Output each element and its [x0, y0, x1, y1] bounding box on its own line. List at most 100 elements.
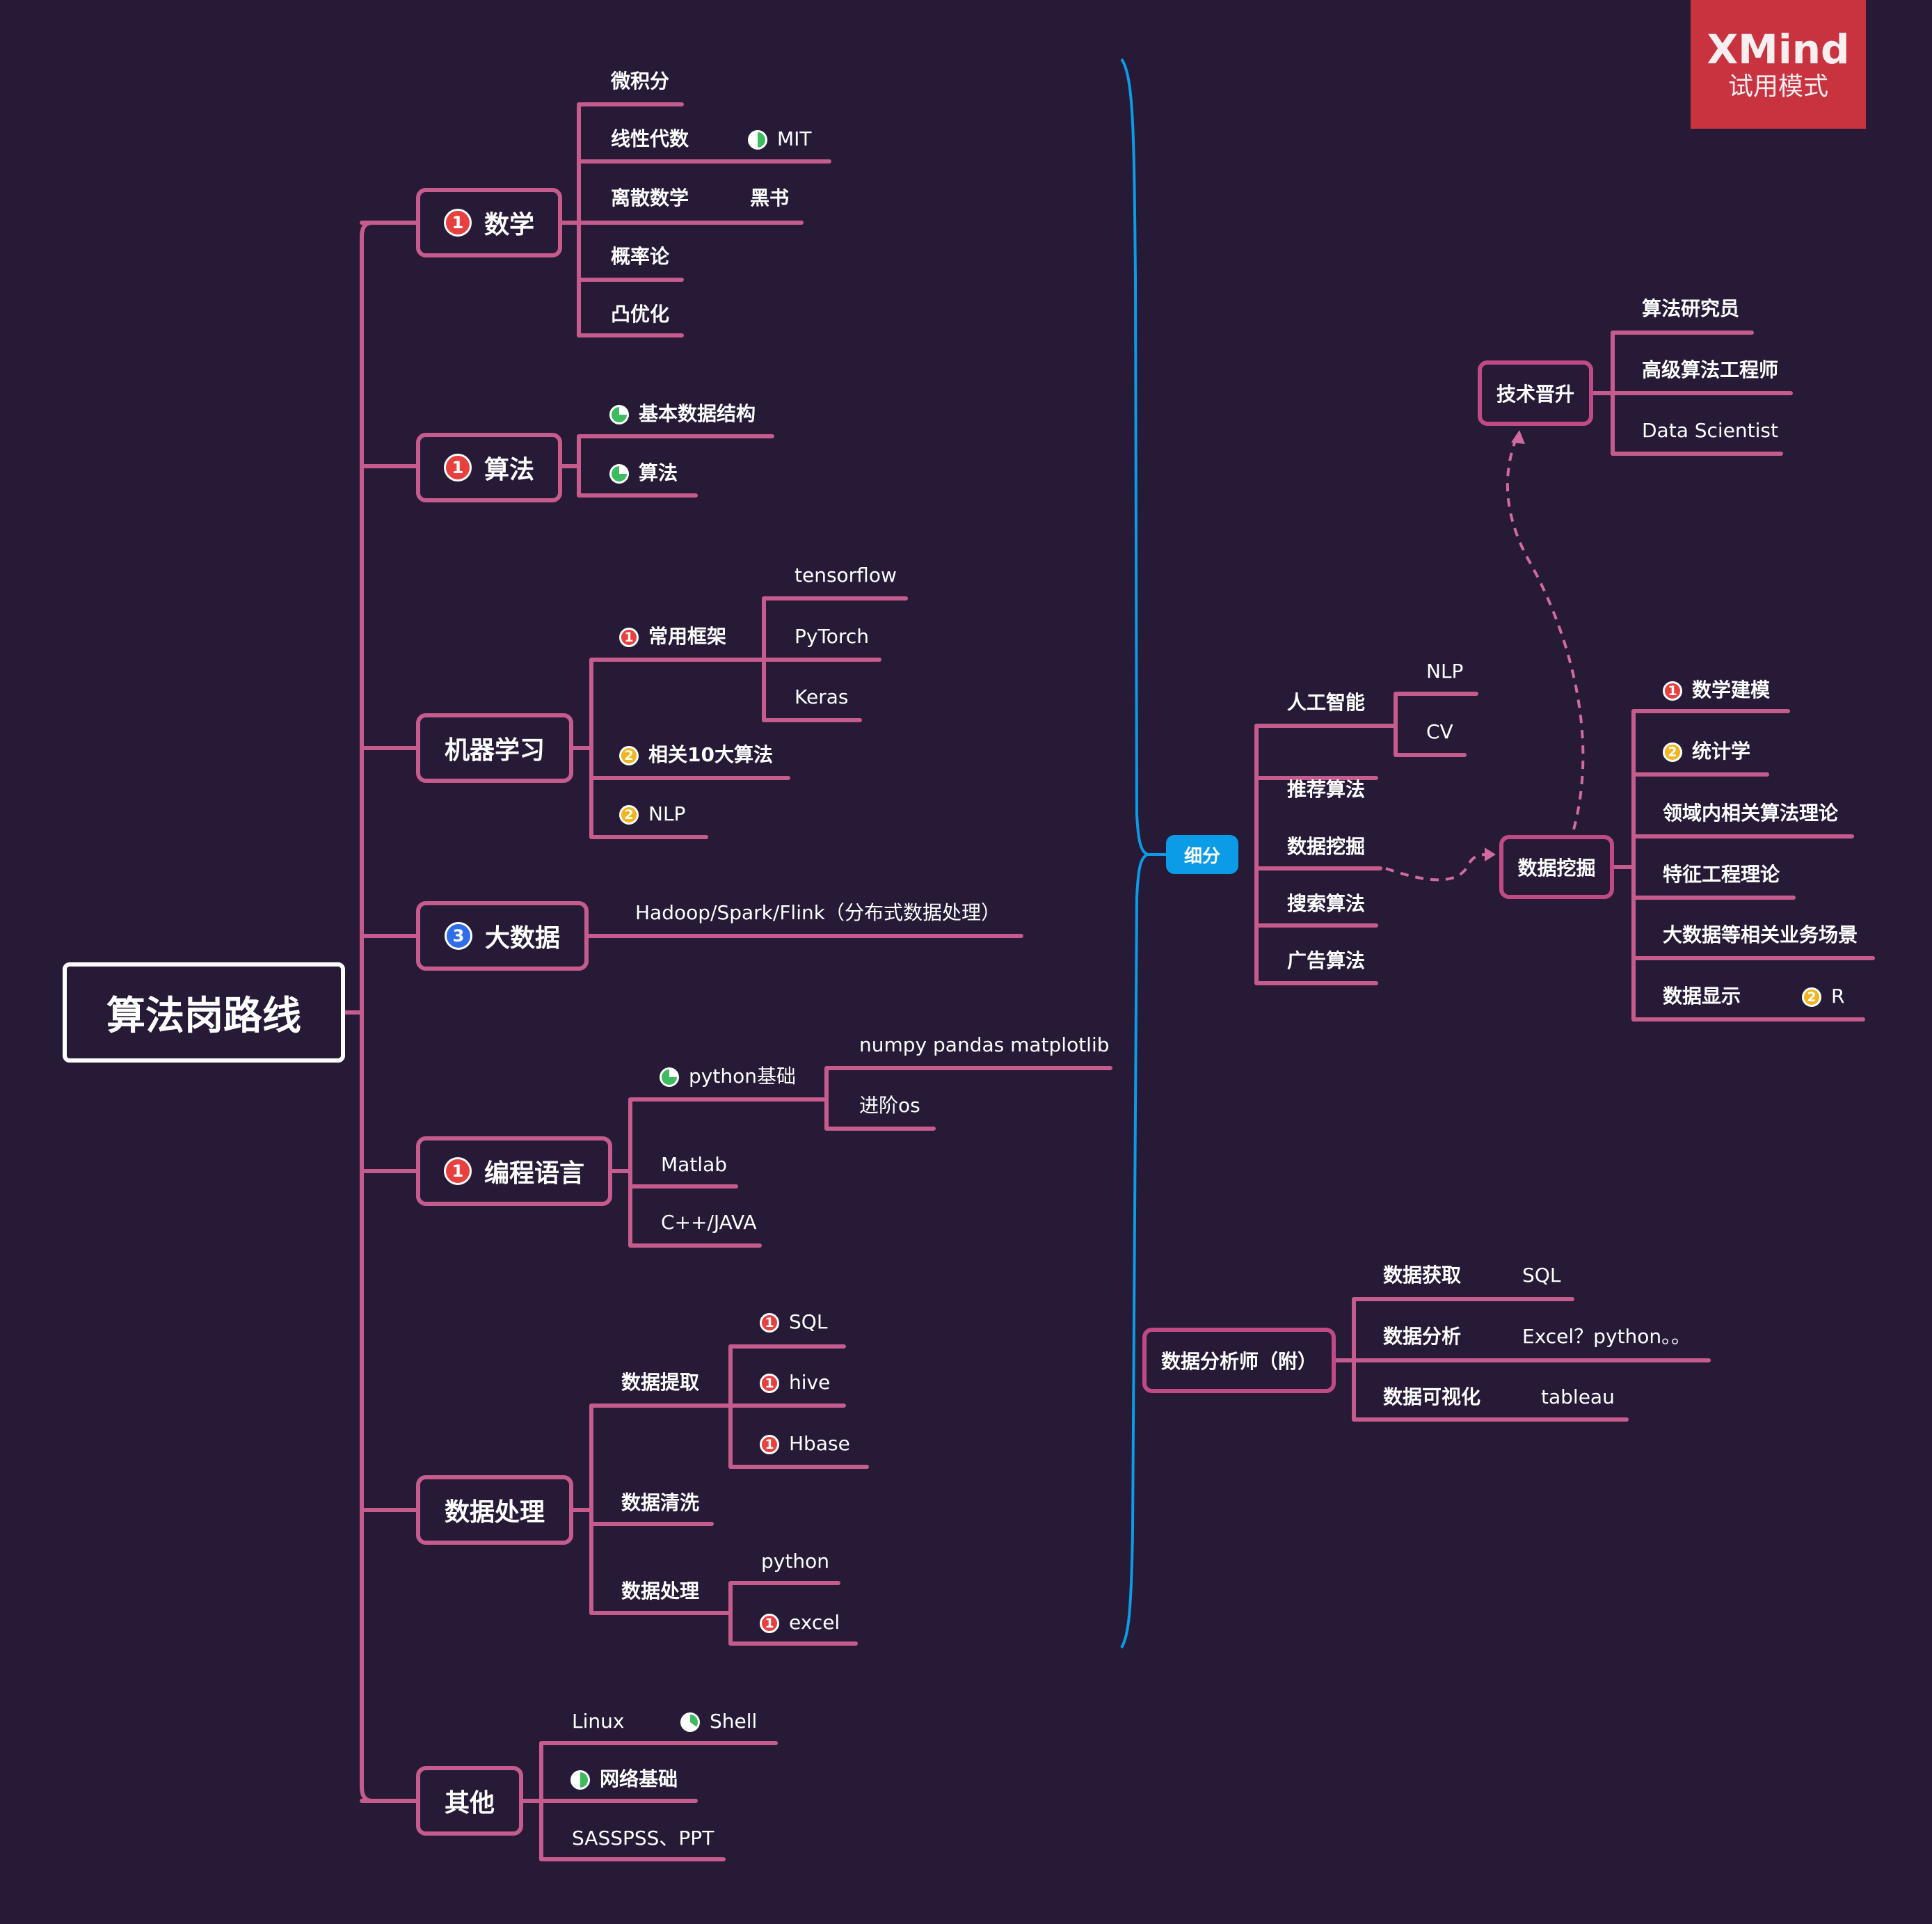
subfield-ai[interactable]: 人工智能 — [1287, 691, 1366, 714]
dm-item-label: 数学建模 — [1692, 678, 1771, 701]
mit-label: MIT — [777, 127, 812, 150]
topic-other[interactable]: 其他 — [416, 1766, 523, 1836]
data-mining-label: 数据挖掘 — [1517, 857, 1596, 880]
subfield-ads[interactable]: 广告算法 — [1287, 949, 1366, 972]
framework-keras[interactable]: Keras — [795, 685, 849, 708]
math-item-convex[interactable]: 凸优化 — [611, 303, 670, 326]
priority-1-icon: 1 — [760, 1614, 779, 1633]
subfield-recommendation[interactable]: 推荐算法 — [1287, 778, 1366, 801]
topic-data-mining[interactable]: 数据挖掘 — [1499, 835, 1614, 899]
hbase-label: Hbase — [789, 1432, 850, 1455]
network-label: 网络基础 — [600, 1767, 678, 1790]
watermark-mode: 试用模式 — [1727, 72, 1828, 101]
ml-nlp-label: NLP — [648, 802, 686, 825]
prog-matlab[interactable]: Matlab — [661, 1153, 728, 1176]
ml-top10-label: 相关10大算法 — [648, 743, 773, 766]
prog-python-libs[interactable]: numpy pandas matplotlib — [859, 1033, 1110, 1056]
subfield-search[interactable]: 搜索算法 — [1287, 892, 1366, 915]
priority-2-icon: 2 — [1802, 987, 1821, 1007]
ai-nlp[interactable]: NLP — [1426, 660, 1464, 683]
topic-algorithm[interactable]: 1 算法 — [416, 433, 562, 502]
dp-process[interactable]: 数据处理 — [621, 1580, 700, 1603]
topic-data-processing[interactable]: 数据处理 — [416, 1475, 573, 1545]
math-item-linear-algebra[interactable]: 线性代数 — [611, 127, 689, 150]
analyst-acquire-note[interactable]: SQL — [1522, 1264, 1561, 1287]
ai-cv[interactable]: CV — [1426, 720, 1453, 743]
sql-label: SQL — [789, 1310, 828, 1333]
algo-item-label: 基本数据结构 — [639, 402, 756, 425]
math-item-discrete[interactable]: 离散数学 — [611, 186, 689, 209]
prog-python-advanced[interactable]: 进阶os — [859, 1094, 920, 1117]
topic-subfields[interactable]: 细分 — [1166, 835, 1238, 874]
bigdata-item-hadoop[interactable]: Hadoop/Spark/Flink（分布式数据处理） — [635, 901, 1000, 924]
progress-icon — [609, 405, 629, 424]
algo-item-data-structures[interactable]: 基本数据结构 — [609, 402, 756, 426]
math-discrete-note[interactable]: 黑书 — [750, 186, 790, 209]
topic-programming[interactable]: 1 编程语言 — [416, 1136, 612, 1206]
topic-machine-learning[interactable]: 机器学习 — [416, 713, 573, 783]
dp-clean[interactable]: 数据清洗 — [621, 1491, 700, 1514]
dp-process-python[interactable]: python — [761, 1550, 829, 1573]
other-shell[interactable]: Shell — [680, 1710, 757, 1733]
analyst-visualization-note[interactable]: tableau — [1541, 1385, 1615, 1408]
math-item-calculus[interactable]: 微积分 — [611, 70, 670, 93]
topic-big-data[interactable]: 3 大数据 — [416, 901, 589, 971]
dm-math-modeling[interactable]: 1 数学建模 — [1663, 678, 1770, 702]
dp-extract[interactable]: 数据提取 — [621, 1371, 700, 1394]
prog-cpp-java[interactable]: C++/JAVA — [661, 1211, 757, 1234]
root-topic[interactable]: 算法岗路线 — [63, 962, 345, 1063]
topic-math-label: 数学 — [484, 211, 534, 239]
topic-algorithm-label: 算法 — [484, 456, 534, 484]
priority-1-icon: 1 — [760, 1374, 779, 1393]
xmind-watermark: XMind 试用模式 — [1691, 0, 1866, 129]
dm-bigdata-scenarios[interactable]: 大数据等相关业务场景 — [1663, 923, 1858, 946]
topic-bigdata-label: 大数据 — [484, 924, 560, 953]
other-tools[interactable]: SASSPSS、PPT — [572, 1827, 714, 1850]
analyst-acquire[interactable]: 数据获取 — [1383, 1264, 1462, 1287]
dm-item-label: 统计学 — [1692, 740, 1751, 763]
math-linear-algebra-note[interactable]: MIT — [748, 127, 812, 151]
algo-item-label: 算法 — [639, 461, 678, 484]
subfield-data-mining[interactable]: 数据挖掘 — [1287, 835, 1366, 858]
dm-feature-engineering[interactable]: 特征工程理论 — [1663, 863, 1780, 886]
analyst-analysis[interactable]: 数据分析 — [1383, 1325, 1462, 1348]
topic-tech-promotion[interactable]: 技术晋升 — [1478, 360, 1593, 426]
framework-pytorch[interactable]: PyTorch — [795, 625, 869, 648]
priority-1-icon: 1 — [1663, 681, 1682, 701]
algo-item-algorithm[interactable]: 算法 — [609, 461, 678, 485]
tech-data-scientist[interactable]: Data Scientist — [1642, 419, 1778, 442]
tech-senior-engineer[interactable]: 高级算法工程师 — [1642, 358, 1779, 381]
other-network[interactable]: 网络基础 — [570, 1767, 678, 1791]
tech-label: 技术晋升 — [1496, 383, 1574, 406]
priority-1-icon: 1 — [443, 454, 472, 482]
prog-python-basics[interactable]: python基础 — [660, 1065, 796, 1088]
progress-half-icon — [570, 1770, 590, 1790]
topic-dp-label: 数据处理 — [444, 1498, 545, 1527]
analyst-analysis-note[interactable]: Excel？python。。 — [1522, 1325, 1691, 1348]
math-item-probability[interactable]: 概率论 — [611, 245, 670, 268]
progress-half-icon — [748, 130, 767, 150]
other-linux[interactable]: Linux — [572, 1710, 625, 1733]
topic-programming-label: 编程语言 — [484, 1159, 584, 1188]
topic-data-analyst[interactable]: 数据分析师（附） — [1142, 1328, 1336, 1393]
root-label: 算法岗路线 — [106, 993, 301, 1039]
topic-math[interactable]: 1 数学 — [416, 188, 562, 257]
prog-python-label: python基础 — [689, 1065, 796, 1088]
dm-domain-theory[interactable]: 领域内相关算法理论 — [1663, 802, 1839, 825]
dm-data-display[interactable]: 数据显示 — [1663, 985, 1741, 1008]
r-label: R — [1831, 985, 1845, 1008]
framework-tensorflow[interactable]: tensorflow — [795, 564, 897, 587]
analyst-visualization[interactable]: 数据可视化 — [1383, 1385, 1481, 1408]
tech-researcher[interactable]: 算法研究员 — [1642, 297, 1740, 320]
watermark-brand: XMind — [1707, 25, 1850, 73]
